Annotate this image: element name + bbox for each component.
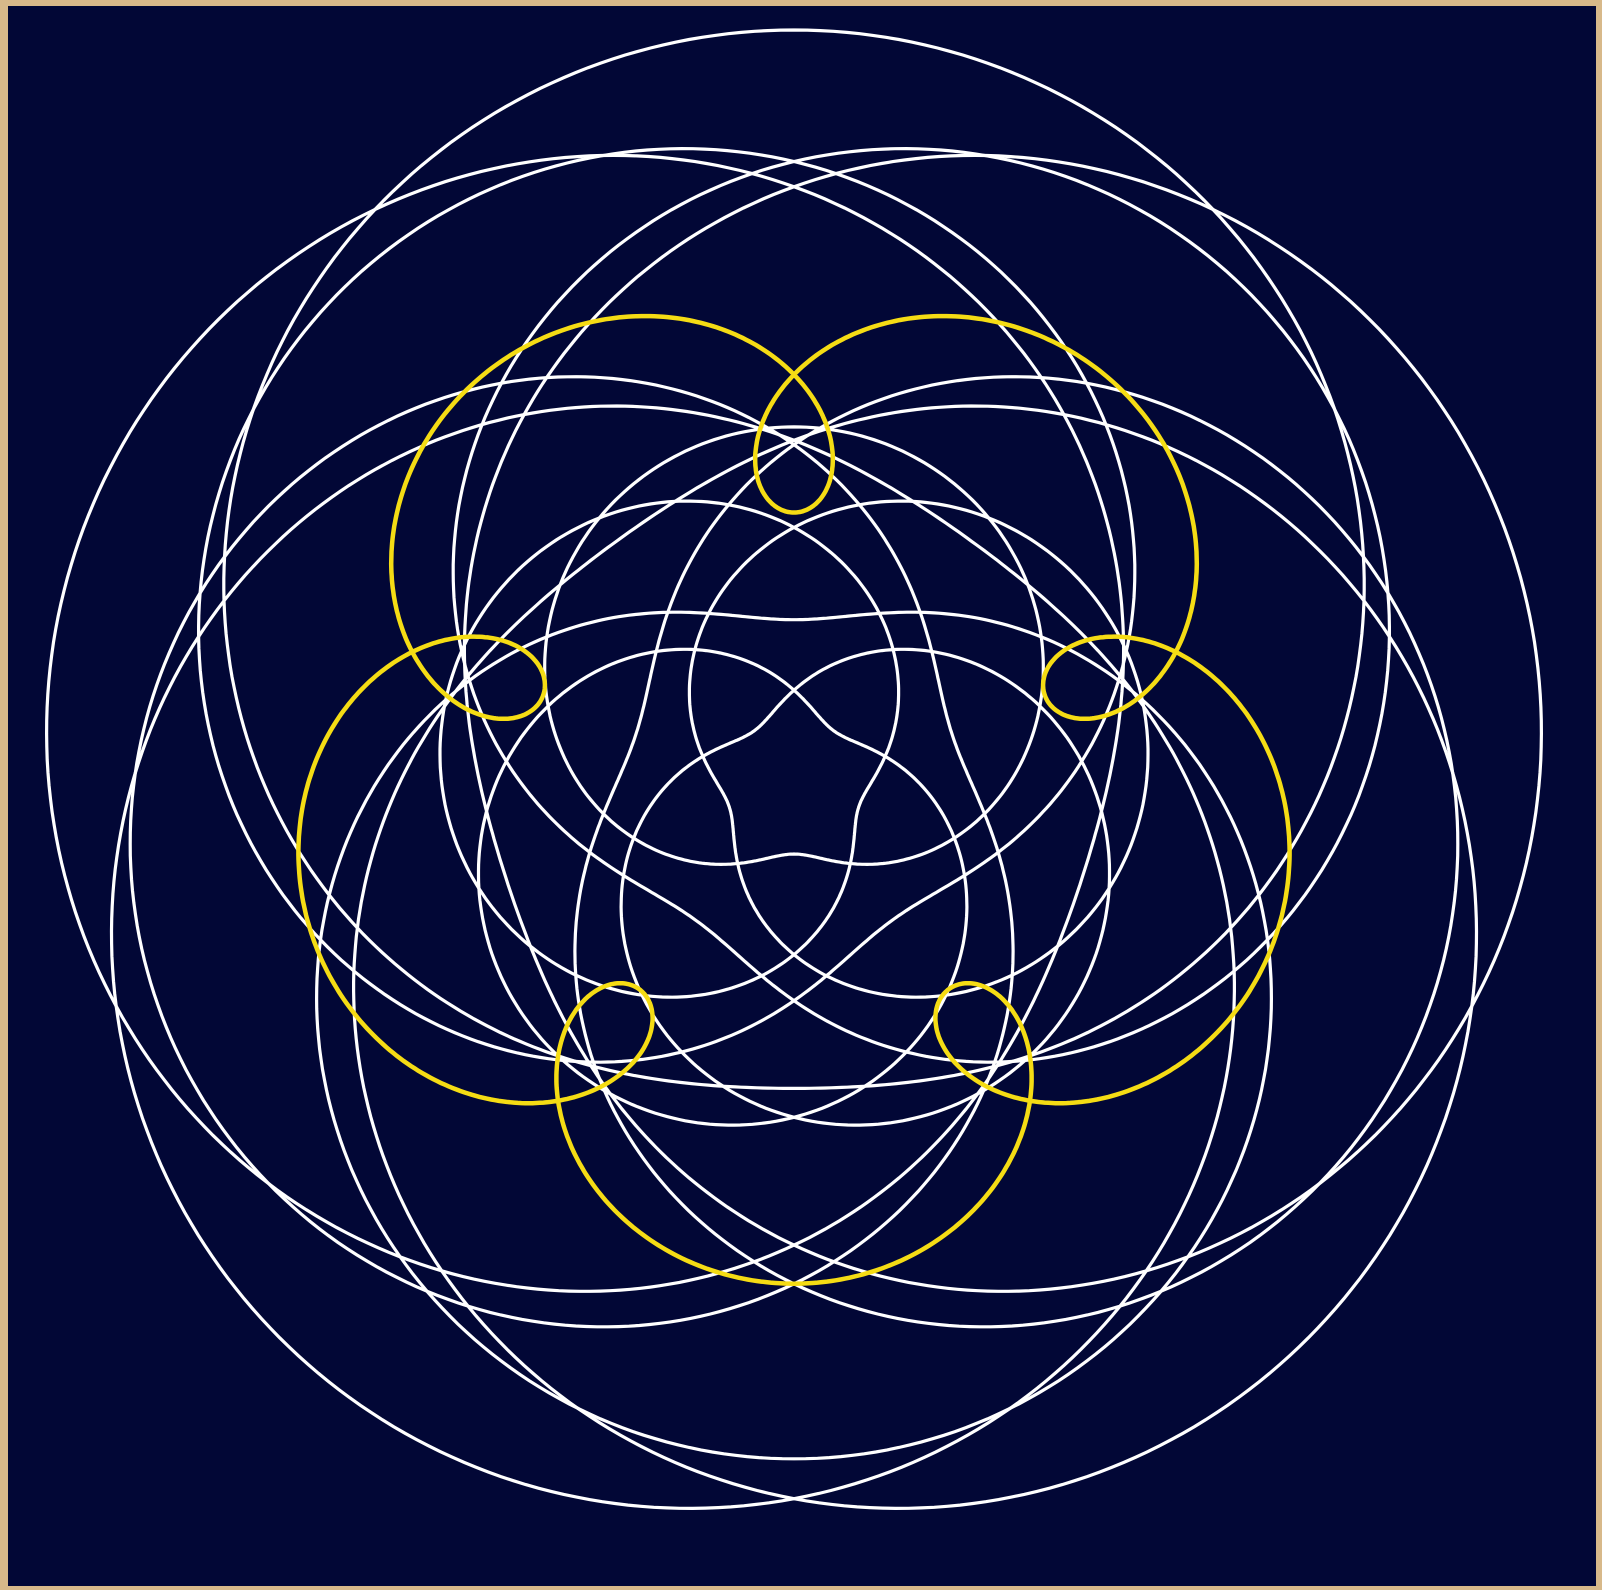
diagram-panel bbox=[8, 6, 1596, 1586]
rosette-diagram bbox=[8, 6, 1596, 1586]
